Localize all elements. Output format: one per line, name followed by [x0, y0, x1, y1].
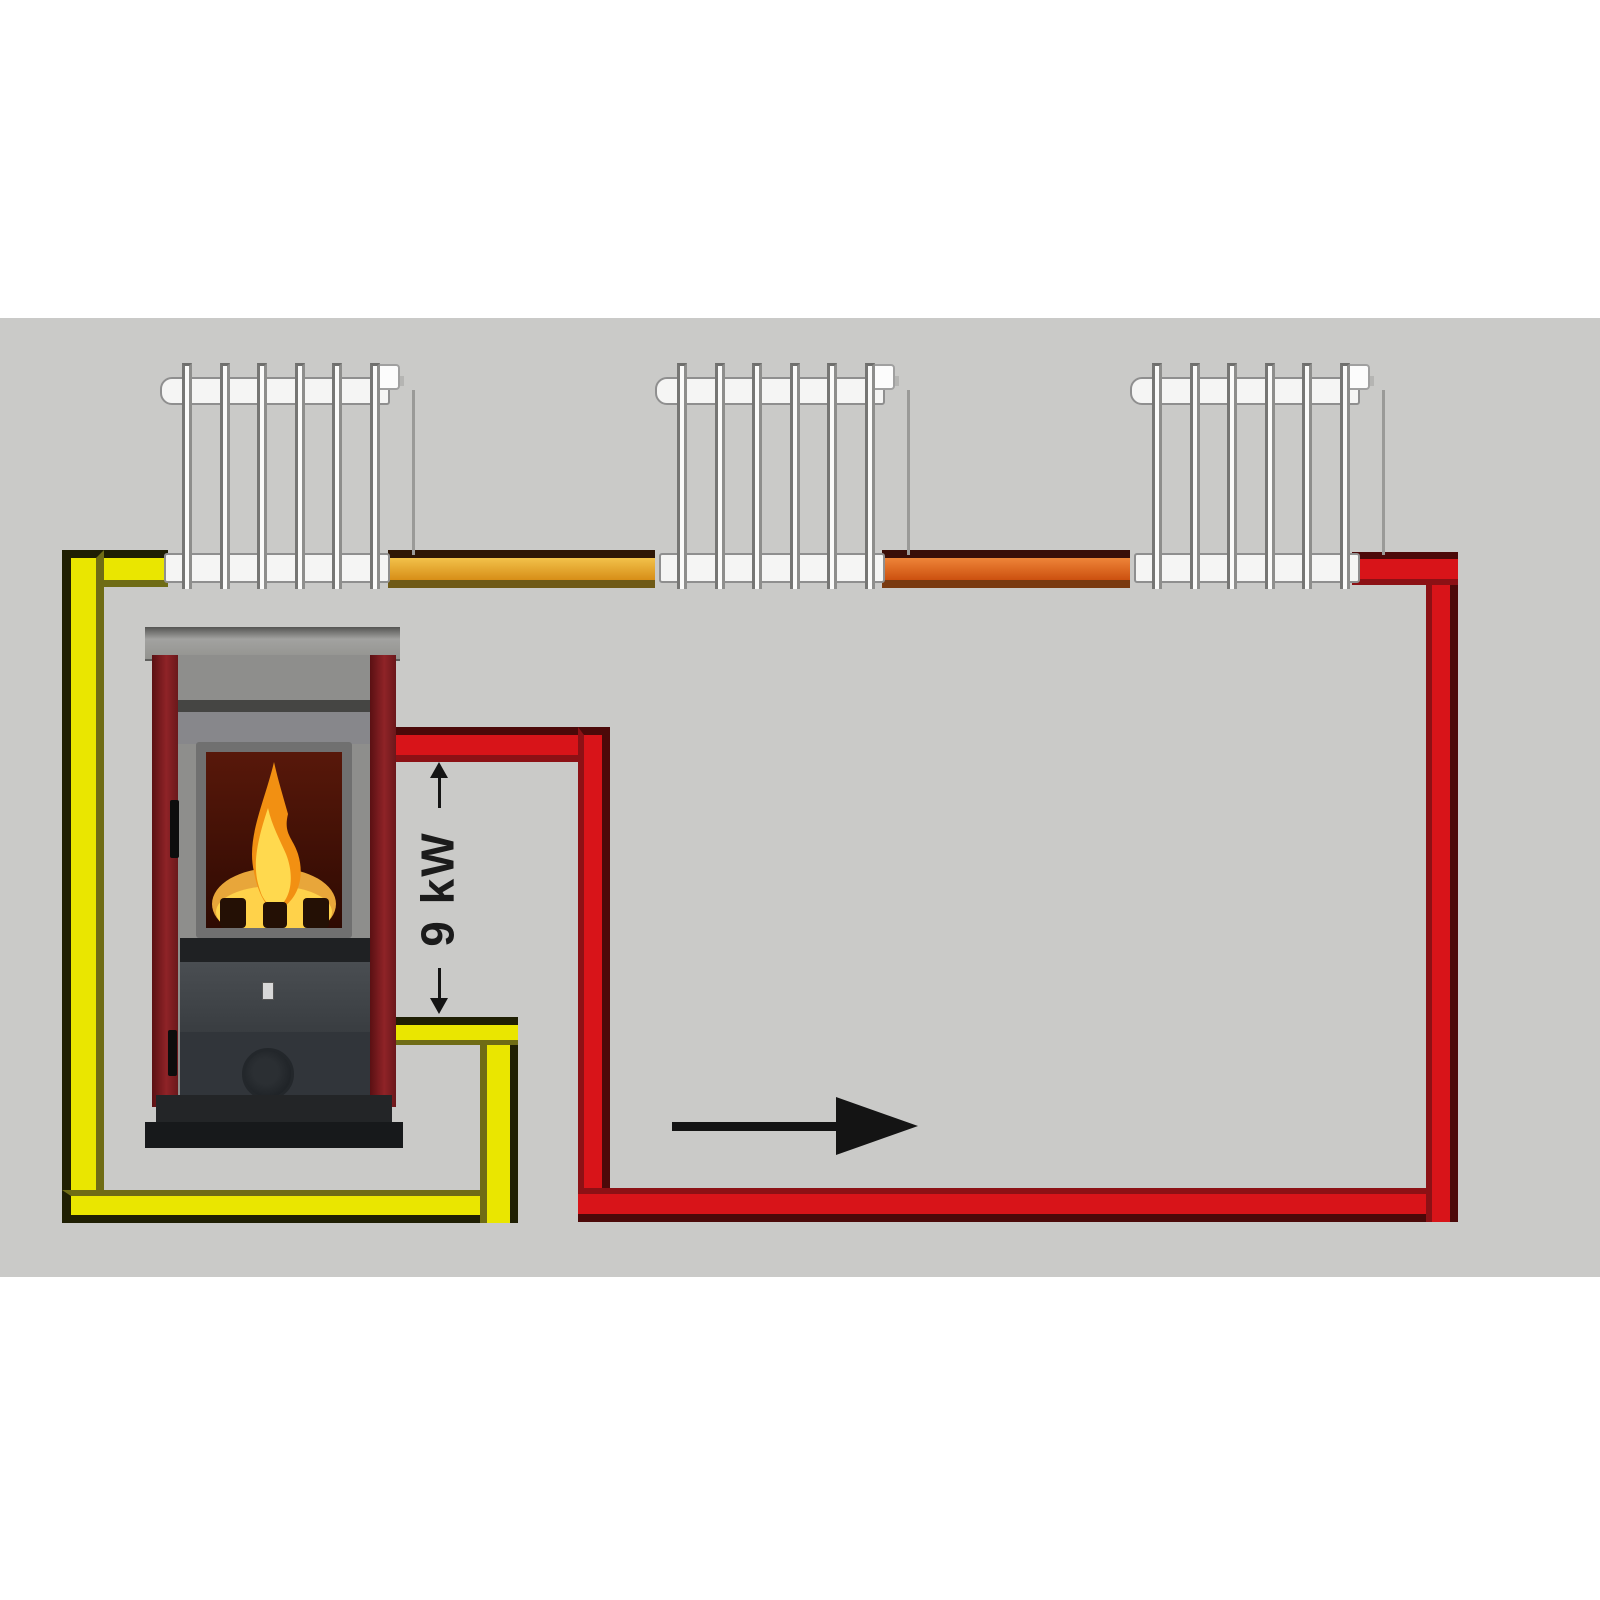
radiator-fin	[332, 363, 342, 589]
return-pipe-stove-inlet	[385, 1017, 518, 1045]
radiator-fin	[714, 363, 725, 589]
radiator-fin	[369, 363, 380, 589]
drawer-knob-icon	[262, 982, 274, 1000]
radiator-fin	[1152, 363, 1162, 589]
stove-base-plinth	[145, 1122, 403, 1148]
radiator-fin	[677, 363, 687, 589]
radiator-top-manifold	[1130, 377, 1360, 405]
radiator-fin	[1339, 363, 1350, 589]
radiator-bottom-manifold	[659, 553, 885, 583]
radiator-top-manifold	[655, 377, 885, 405]
return-pipe-bottom-run	[62, 1190, 518, 1223]
dimension-line-top	[438, 776, 441, 808]
supply-pipe-stove-outlet	[385, 727, 610, 762]
door-handle-icon	[170, 800, 179, 858]
radiator-fin	[864, 363, 875, 589]
window-bottom-strip	[180, 938, 370, 960]
radiator-bottom-manifold	[1134, 553, 1360, 583]
radiator-fin	[1227, 363, 1237, 589]
radiator-fin	[1302, 363, 1312, 589]
interconnect-pipe-orange	[388, 550, 655, 588]
radiator-valve-icon	[1346, 364, 1370, 390]
fire-flame-icon	[206, 752, 342, 928]
supply-pipe-downcomer	[578, 727, 610, 1222]
radiator-fin	[182, 363, 192, 589]
dimension-line-bottom	[438, 968, 441, 1000]
wood-stove-boiler	[145, 627, 403, 1152]
return-pipe-stove-riser	[480, 1017, 518, 1223]
up-arrow-icon	[430, 762, 448, 778]
radiator-valve-icon	[871, 364, 895, 390]
valve-stem-pipe	[1382, 390, 1385, 555]
supply-pipe-radiator-feed	[1352, 552, 1458, 585]
valve-stem-pipe	[412, 390, 415, 555]
stove-mid-band	[178, 712, 370, 744]
radiator-fin	[294, 363, 305, 589]
radiator-fin	[789, 363, 800, 589]
radiator-fin	[219, 363, 230, 589]
radiator-3	[1130, 360, 1402, 592]
supply-pipe-bottom-run	[578, 1188, 1458, 1222]
lower-handle-icon	[168, 1030, 177, 1076]
radiator-2	[655, 360, 927, 592]
radiator-top-manifold	[160, 377, 390, 405]
radiator-fin	[257, 363, 267, 589]
radiator-1	[160, 360, 432, 592]
down-arrow-icon	[430, 998, 448, 1014]
right-arrow-icon	[836, 1097, 918, 1155]
radiator-valve-icon	[376, 364, 400, 390]
flow-arrow-shaft	[672, 1122, 840, 1131]
stove-right-pillar	[370, 655, 396, 1107]
interconnect-pipe-rust	[882, 550, 1130, 588]
power-rating-label: 9 kW	[412, 831, 464, 947]
radiator-fin	[1264, 363, 1275, 589]
stove-top-groove	[178, 700, 370, 712]
radiator-fin	[827, 363, 837, 589]
ash-drawer	[180, 960, 370, 1032]
stove-base	[156, 1095, 392, 1125]
radiator-bottom-manifold	[164, 553, 390, 583]
radiator-fin	[1189, 363, 1200, 589]
fire-window-glass	[206, 752, 342, 928]
door-emblem-icon	[242, 1048, 294, 1100]
supply-pipe-right-riser	[1426, 552, 1458, 1222]
radiator-fin	[752, 363, 762, 589]
valve-stem-pipe	[907, 390, 910, 555]
return-pipe-left-riser	[62, 550, 104, 1222]
